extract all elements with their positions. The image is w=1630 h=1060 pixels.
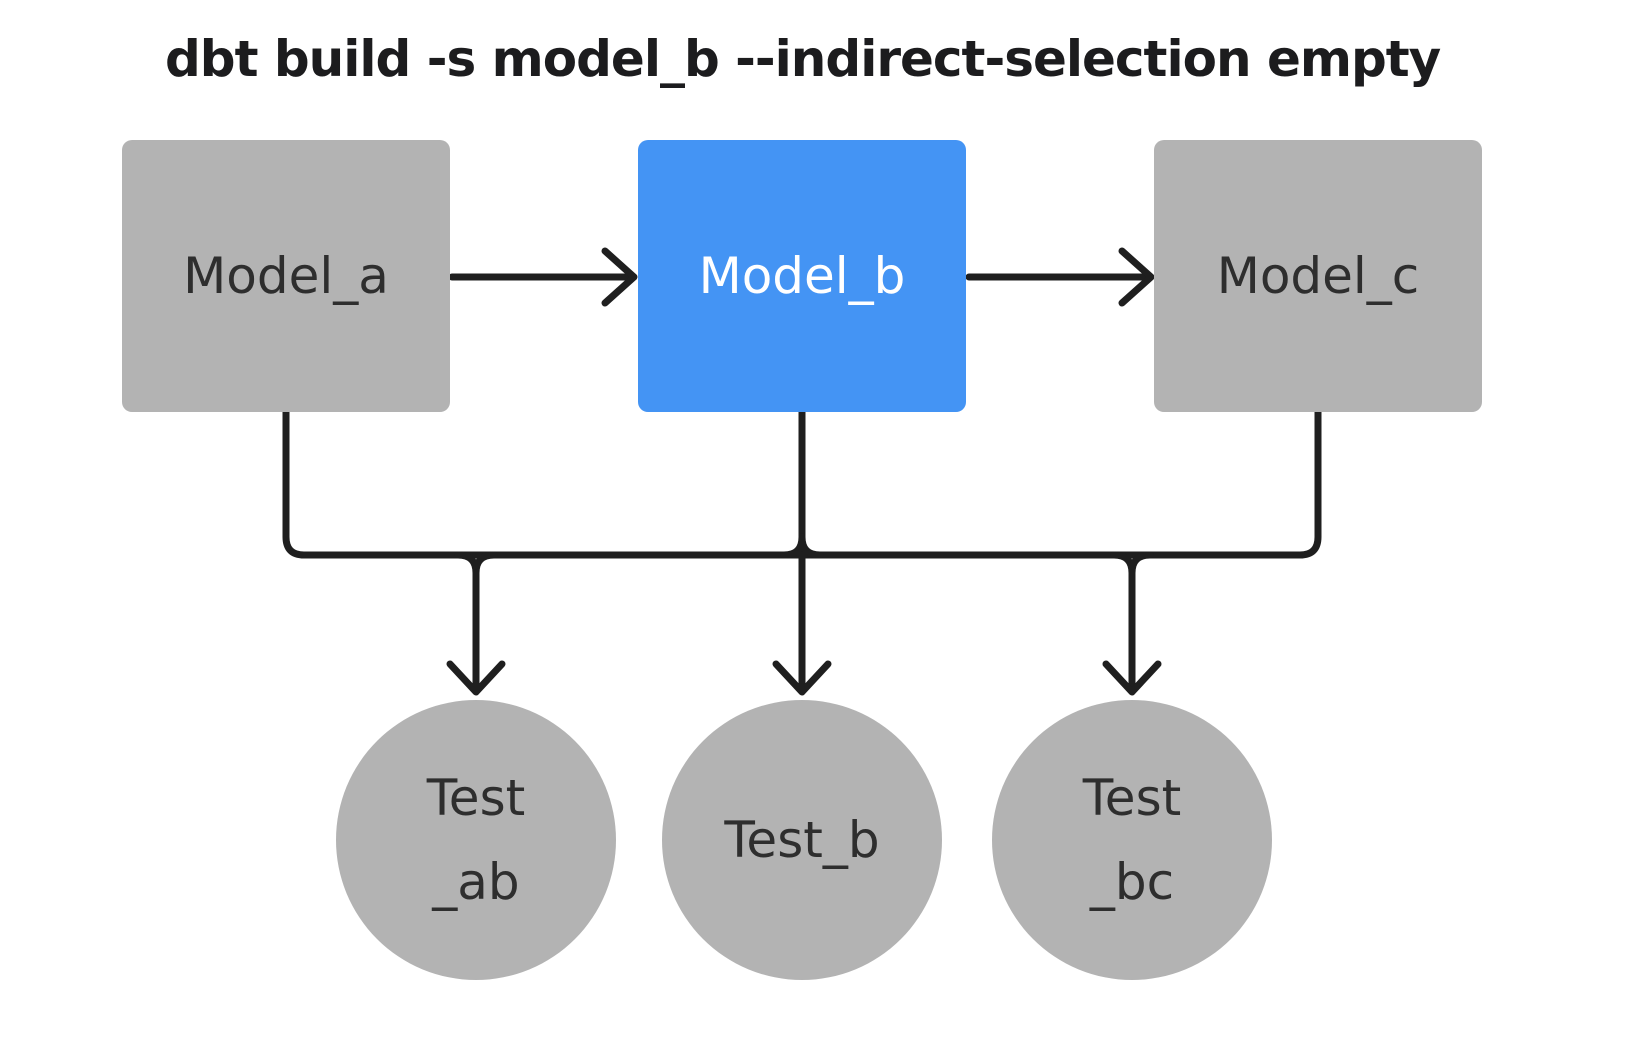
test-b-node: Test_b — [662, 700, 942, 980]
test-bc-label-line2: _bc — [1089, 853, 1175, 911]
edge-drop-to-test-ab — [446, 551, 506, 696]
model-a-node: Model_a — [122, 140, 450, 412]
model-b-label: Model_b — [698, 247, 906, 305]
test-bc-label-line1: Test — [1082, 769, 1182, 827]
model-c-node: Model_c — [1154, 140, 1482, 412]
test-ab-label: Test _ab — [427, 756, 525, 924]
test-ab-label-line2: _ab — [432, 853, 520, 911]
edge-model-c-to-tests — [798, 408, 1322, 559]
model-c-label: Model_c — [1216, 247, 1420, 305]
model-a-label: Model_a — [183, 247, 389, 305]
test-bc-node: Test _bc — [992, 700, 1272, 980]
edge-model-b-to-test-b — [772, 408, 832, 696]
test-ab-node: Test _ab — [336, 700, 616, 980]
model-b-node-selected: Model_b — [638, 140, 966, 412]
edge-drop-to-test-bc — [1102, 551, 1162, 696]
edge-model-b-to-model-c — [965, 247, 1155, 307]
diagram-title: dbt build -s model_b --indirect-selectio… — [165, 30, 1441, 88]
test-b-label: Test_b — [724, 798, 879, 882]
test-ab-label-line1: Test — [426, 769, 526, 827]
test-b-label-line1: Test_b — [724, 811, 880, 869]
test-bc-label: Test _bc — [1083, 756, 1181, 924]
edge-model-a-to-model-b — [448, 247, 638, 307]
edge-model-a-to-tests — [282, 408, 806, 559]
